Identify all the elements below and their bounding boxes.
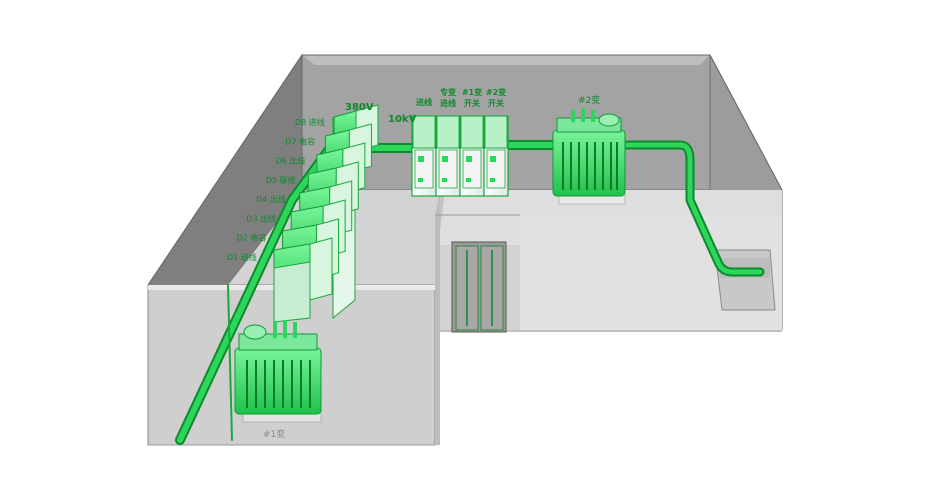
lv-voltage-label: 380V [345, 102, 374, 113]
transformer-1 [234, 320, 322, 423]
hv-cabinet [459, 115, 485, 197]
hv-voltage-label: 10kV [388, 114, 417, 125]
lv-feeder-label: D4 出线 [256, 194, 286, 204]
hv-cabinet-label: 专变 [440, 87, 456, 97]
hv-cabinet-label: 进线 [440, 98, 456, 108]
hv-cabinet [435, 115, 461, 197]
lv-switchgear-row: 380V D8 进线 D7 电容 D6 出线 D5 联络 D4 出线 D3 出线 D2 电容… [227, 102, 379, 323]
lv-feeder-label: D1 进线 [227, 252, 257, 262]
transformer-2 [552, 108, 626, 205]
building [147, 53, 783, 446]
hv-cabinet-label: 开关 [464, 98, 480, 108]
lv-feeder-label: D6 出线 [276, 156, 306, 166]
lv-feeder-label: D5 联络 [266, 175, 296, 185]
double-door [451, 241, 507, 333]
hv-cabinet [411, 115, 437, 197]
hv-cabinet-label: #2变 [486, 87, 506, 97]
hv-cabinet-label: 进线 [416, 97, 432, 107]
lv-feeder-label: D3 出线 [246, 213, 276, 223]
lv-feeder-label: D8 进线 [295, 117, 325, 127]
lv-feeder-label: D7 电容 [285, 136, 315, 146]
hv-cabinet [483, 115, 509, 197]
transformer-2-label: #2变 [578, 94, 600, 106]
hv-cabinet-label: #1变 [462, 87, 482, 97]
transformer-1-label: #1变 [263, 428, 285, 440]
cable-shaft [714, 249, 776, 311]
lv-feeder-label: D2 电容 [237, 233, 267, 243]
hv-cabinet-label: 开关 [488, 98, 504, 108]
